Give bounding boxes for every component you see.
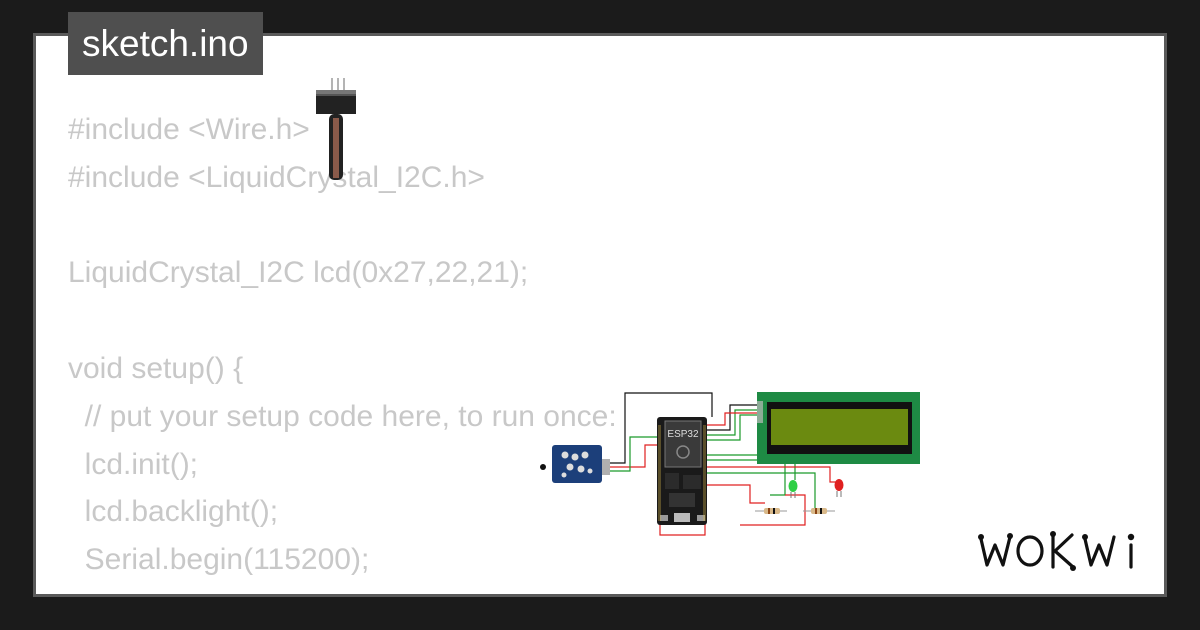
code-line-3 bbox=[68, 202, 617, 250]
resistor-2 bbox=[803, 508, 835, 514]
code-line-1: #include <Wire.h> bbox=[68, 113, 310, 146]
ir-sensor-module bbox=[540, 445, 610, 483]
resistor-1 bbox=[755, 508, 787, 514]
temperature-probe-icon[interactable] bbox=[312, 78, 360, 182]
code-line-11: Serial.println("Hello, ESP32!"); bbox=[68, 584, 617, 594]
file-tab[interactable]: sketch.ino bbox=[68, 12, 263, 75]
code-line-7: // put your setup code here, to run once… bbox=[68, 399, 617, 433]
green-led bbox=[788, 480, 798, 498]
code-line-9: lcd.backlight(); bbox=[68, 495, 279, 529]
code-line-10: Serial.begin(115200); bbox=[68, 543, 370, 577]
red-led bbox=[834, 479, 844, 497]
circuit-diagram: ESP32 bbox=[540, 392, 920, 536]
esp32-board: ESP32 bbox=[657, 417, 707, 525]
code-line-5 bbox=[68, 297, 617, 345]
wokwi-logo bbox=[978, 531, 1135, 571]
preview-card: #include <Wire.h>#include <LiquidCrystal… bbox=[33, 33, 1167, 597]
lcd-display bbox=[757, 392, 920, 464]
code-line-4: LiquidCrystal_I2C lcd(0x27,22,21); bbox=[68, 256, 529, 290]
esp32-label: ESP32 bbox=[667, 429, 699, 440]
code-line-6: void setup() { bbox=[68, 351, 244, 385]
code-editor: #include <Wire.h>#include <LiquidCrystal… bbox=[68, 106, 617, 594]
code-line-8: lcd.init(); bbox=[68, 447, 199, 481]
